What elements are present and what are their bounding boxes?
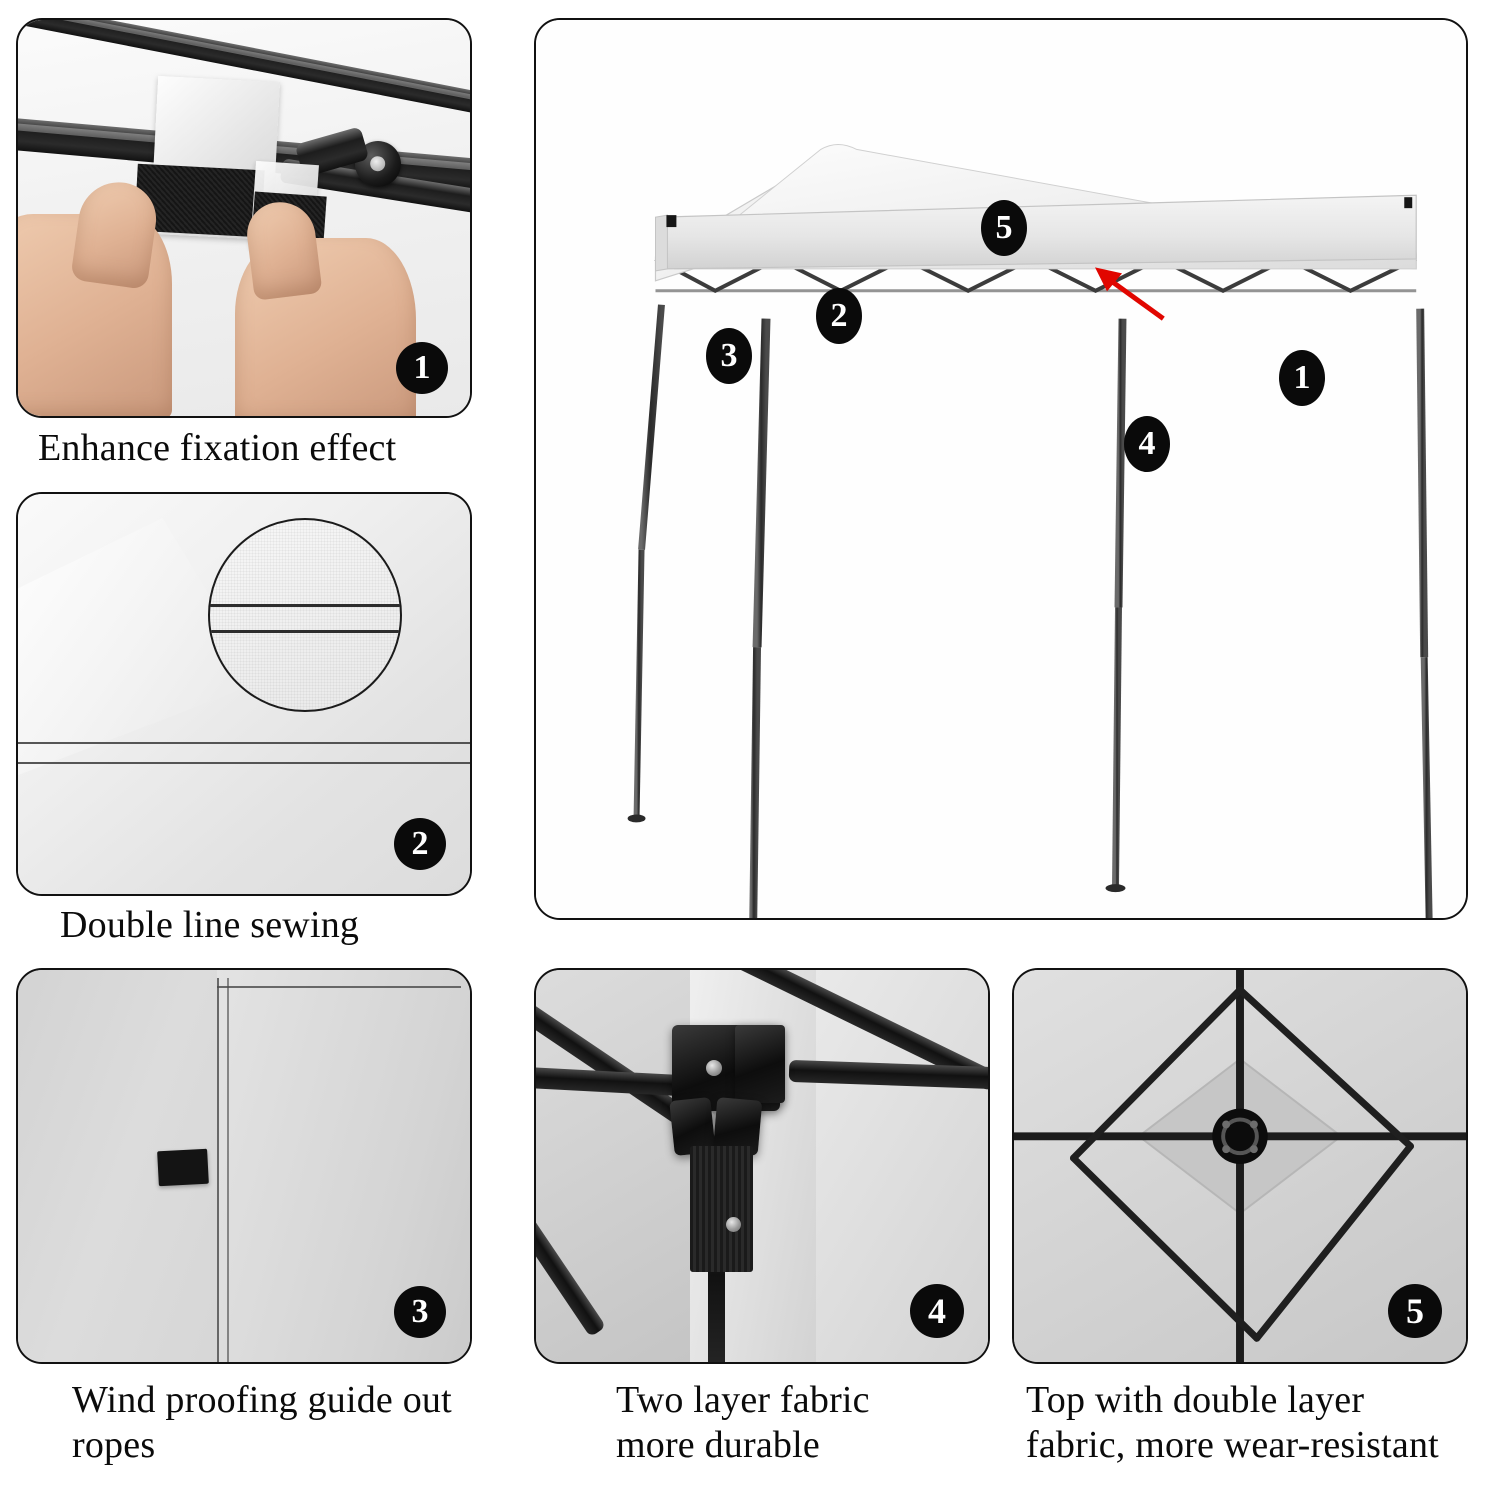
centre-hub-collar	[734, 1024, 785, 1104]
panel-5-caption-line-1: Top with double layer	[1026, 1379, 1365, 1421]
panel-4-caption-line-2: more durable	[616, 1423, 820, 1466]
stitch-line-lower	[18, 762, 470, 764]
valance-corner-clip-right	[1404, 197, 1413, 209]
panel-double-stitching[interactable]: 2	[16, 492, 472, 896]
callout-badge-1: 1	[1279, 350, 1325, 406]
loupe-stitch-lower	[209, 630, 400, 634]
hub-screw-top	[705, 1060, 722, 1077]
black-webbing-strap	[689, 1146, 753, 1272]
callout-badge-2: 2	[816, 288, 862, 344]
panel-5-caption: Top with double layer fabric, more wear-…	[1026, 1378, 1496, 1468]
panel-4-badge: 4	[910, 1284, 964, 1338]
panel-3-caption: Wind proofing guide out ropes	[72, 1379, 452, 1466]
callout-badge-3: 3	[706, 328, 752, 384]
panel-2-badge: 2	[394, 818, 446, 870]
callout-4-arrow	[1095, 267, 1165, 321]
callout-badge-5: 5	[981, 200, 1027, 256]
webbing-screw	[725, 1216, 741, 1232]
vertical-seam-a	[216, 977, 219, 1362]
canopy-valance-left	[654, 214, 668, 272]
panel-5-badge: 5	[1388, 1284, 1442, 1338]
diagonal-rods	[1070, 986, 1414, 1342]
panel-full-canopy[interactable]: 5 2 3 1 4	[534, 18, 1468, 920]
canopy-illustration	[627, 143, 1433, 918]
callout-badge-4: 4	[1124, 416, 1170, 472]
valance-corner-clip	[666, 215, 677, 228]
panel-4-caption: Two layer fabric more durable	[616, 1378, 1016, 1468]
loupe-stitch-upper	[209, 603, 400, 607]
peak-underside-illustration	[1014, 970, 1466, 1362]
magnifier-loupe	[207, 518, 402, 712]
top-hem-seam	[216, 985, 461, 988]
panel-1-caption: Enhance fixation effect	[38, 427, 397, 469]
panel-wind-rope-tab[interactable]: 3	[16, 968, 472, 1364]
stitch-line-upper	[18, 742, 470, 744]
panel-frame-hub-joint[interactable]: 4	[534, 968, 990, 1364]
panel-1-badge: 1	[396, 342, 448, 394]
canopy-legs	[627, 304, 1433, 918]
panel-canopy-peak-underside[interactable]: 5	[1012, 968, 1468, 1364]
panel-2-caption: Double line sewing	[60, 904, 360, 946]
panel-4-caption-line-1: Two layer fabric	[616, 1379, 870, 1421]
peak-centre-hub	[1212, 1108, 1268, 1165]
guy-rope-loop-tab	[157, 1149, 209, 1187]
panel-5-caption-line-2: fabric, more wear-resistant	[1026, 1423, 1439, 1466]
panel-3-badge: 3	[394, 1286, 446, 1338]
panel-velcro-strap[interactable]: 1	[16, 18, 472, 418]
vertical-seam-b	[226, 977, 229, 1362]
main-photo-background	[536, 20, 1466, 918]
